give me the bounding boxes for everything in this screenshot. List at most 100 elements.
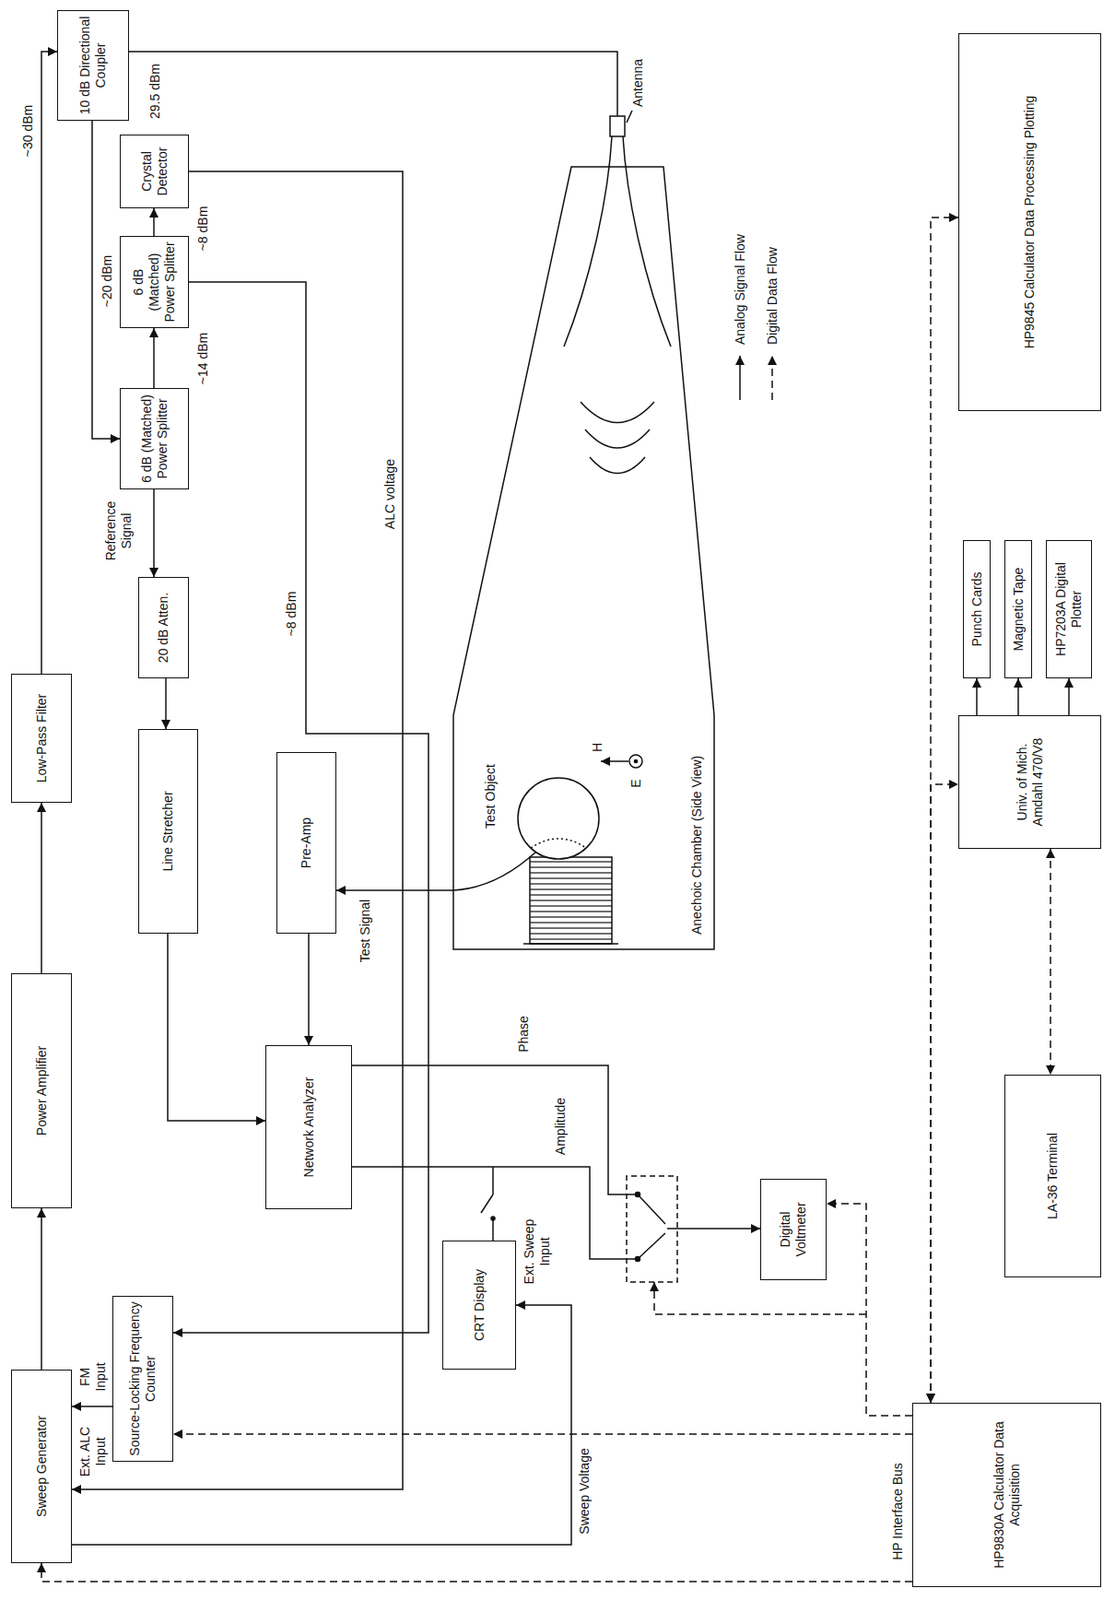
output-device-box: Punch Cards bbox=[962, 539, 991, 679]
legend-text: Digital Data Flow bbox=[764, 246, 780, 345]
node-text: Line Stretcher bbox=[160, 790, 177, 871]
antenna-symbol bbox=[610, 116, 625, 137]
node-text: Magnetic Tape bbox=[1010, 567, 1027, 652]
test-sphere bbox=[517, 777, 599, 859]
signal-connector bbox=[40, 802, 43, 974]
output-device-box: HP7203A Digital Plotter bbox=[1045, 539, 1092, 679]
digital-connector bbox=[173, 1432, 913, 1435]
e-field-dot bbox=[633, 759, 637, 763]
label-holder: Test Object bbox=[482, 757, 499, 835]
edge-label-holder: Reference Signal bbox=[103, 492, 135, 570]
label-holder: Antenna bbox=[630, 53, 646, 113]
edge-label-holder: Sweep Voltage bbox=[576, 1444, 593, 1538]
switch-output-wire bbox=[667, 1227, 761, 1230]
digital-connector bbox=[41, 1562, 913, 1582]
label-holder: E bbox=[628, 775, 645, 791]
part-label: Antenna bbox=[630, 57, 646, 109]
node-text: Low-Pass Filter bbox=[34, 693, 50, 783]
splitter-box: 6 dB (Matched) Power Splitter bbox=[119, 235, 189, 329]
signal-connector bbox=[336, 889, 454, 892]
node-text: 10 dB Directional Coupler bbox=[77, 15, 109, 116]
signal-connector bbox=[307, 933, 310, 1045]
node-text: HP9830A Calculator Data Acquisition bbox=[991, 1408, 1023, 1582]
label-holder: 29.5 dBm bbox=[147, 55, 164, 128]
pedestal-base bbox=[523, 942, 619, 945]
signal-label: Phase bbox=[516, 1013, 532, 1055]
label-holder: Phase bbox=[516, 1009, 532, 1058]
legend-line bbox=[739, 355, 741, 400]
edge-label-holder: Test Signal bbox=[357, 895, 374, 966]
toggle-blade bbox=[481, 1194, 493, 1213]
signal-connector bbox=[164, 678, 167, 729]
crt-input-wire bbox=[492, 1218, 494, 1241]
power-level: ~8 dBm bbox=[195, 204, 212, 254]
wave-front bbox=[580, 401, 655, 423]
port-label: Ext. Sweep Input bbox=[521, 1205, 553, 1298]
preamp-box: Pre-Amp bbox=[276, 751, 337, 934]
label-holder: ~14 dBm bbox=[195, 329, 212, 388]
node-text: Crystal Detector bbox=[139, 140, 171, 203]
legend-entry: Digital Data Flow bbox=[764, 246, 780, 402]
node-text: Source-Locking Frequency Counter bbox=[127, 1301, 159, 1456]
node-text: LA-36 Terminal bbox=[1044, 1132, 1061, 1220]
signal-connector bbox=[975, 678, 978, 716]
chamber-wall bbox=[453, 166, 715, 950]
dotted-contour bbox=[530, 838, 587, 848]
label-holder: Ext. Sweep Input bbox=[521, 1205, 553, 1298]
power-level: 29.5 dBm bbox=[147, 61, 164, 121]
label-holder: ~20 dBm bbox=[99, 246, 116, 317]
signal-connector bbox=[41, 51, 58, 674]
splitter-box: 6 dB (Matched) Power Splitter bbox=[119, 387, 189, 490]
output-device-box: Magnetic Tape bbox=[1004, 539, 1033, 679]
h-field-arrow bbox=[600, 760, 629, 763]
label-holder: Ext. ALC Input bbox=[77, 1419, 109, 1484]
node-text: Pre-Amp bbox=[298, 817, 315, 869]
label-holder: H bbox=[589, 739, 606, 755]
power-level: ~20 dBm bbox=[99, 253, 116, 309]
node-text: 6 dB (Matched) Power Splitter bbox=[139, 393, 171, 484]
computer-box: Univ. of Mich. Amdahl 470/V8 bbox=[958, 715, 1102, 849]
voltmeter-box: Digital Voltmeter bbox=[760, 1178, 827, 1280]
node-text: 20 dB Atten. bbox=[155, 592, 172, 663]
counter-box: Source-Locking Frequency Counter bbox=[112, 1295, 174, 1462]
node-text: HP9845 Calculator Data Processing Plotti… bbox=[1021, 95, 1038, 350]
filter-box: Low-Pass Filter bbox=[11, 673, 72, 803]
legend-line bbox=[771, 355, 774, 400]
e-field-symbol bbox=[629, 754, 643, 768]
stretcher-box: Line Stretcher bbox=[138, 728, 199, 934]
signal-label: ALC voltage bbox=[382, 457, 399, 531]
signal-label: Amplitude bbox=[552, 1095, 569, 1157]
switch-blade bbox=[637, 1194, 666, 1224]
signal-connector bbox=[40, 1208, 43, 1370]
legend-text: Analog Signal Flow bbox=[732, 234, 748, 345]
wave-front bbox=[585, 429, 650, 448]
detector-box: Crystal Detector bbox=[119, 134, 189, 209]
edge-label-holder: ALC voltage bbox=[382, 447, 399, 540]
field-label: E bbox=[628, 776, 645, 789]
digital-connector bbox=[930, 217, 959, 1403]
wave-front bbox=[589, 457, 646, 474]
signal-connector bbox=[152, 208, 155, 236]
label-holder: ~30 dBm bbox=[20, 95, 36, 166]
field-label: H bbox=[589, 740, 606, 754]
display-box: CRT Display bbox=[442, 1240, 517, 1370]
analyzer-box: Network Analyzer bbox=[265, 1044, 353, 1209]
node-text: Sweep Generator bbox=[34, 1415, 50, 1517]
terminal-box: LA-36 Terminal bbox=[1004, 1074, 1102, 1278]
switch-blade bbox=[637, 1232, 666, 1259]
leader-line bbox=[626, 110, 633, 123]
node-text: Univ. of Mich. Amdahl 470/V8 bbox=[1014, 720, 1046, 844]
calculator-box: HP9830A Calculator Data Acquisition bbox=[912, 1402, 1102, 1587]
node-text: Anechoic Chamber (Side View) bbox=[689, 755, 705, 935]
label-holder: ~8 dBm bbox=[195, 200, 212, 257]
signal-connector bbox=[129, 51, 618, 117]
crt-branch-wire bbox=[492, 1166, 494, 1195]
digital-connector bbox=[826, 1203, 913, 1416]
coupler-box: 10 dB Directional Coupler bbox=[57, 10, 130, 121]
calculator-box: HP9845 Calculator Data Processing Plotti… bbox=[958, 33, 1102, 411]
signal-connector bbox=[71, 171, 403, 1490]
power-level: ~8 dBm bbox=[283, 589, 300, 639]
signal-connector bbox=[167, 933, 266, 1121]
part-label: Test Object bbox=[482, 762, 499, 831]
port-label: Ext. ALC Input bbox=[77, 1419, 109, 1484]
